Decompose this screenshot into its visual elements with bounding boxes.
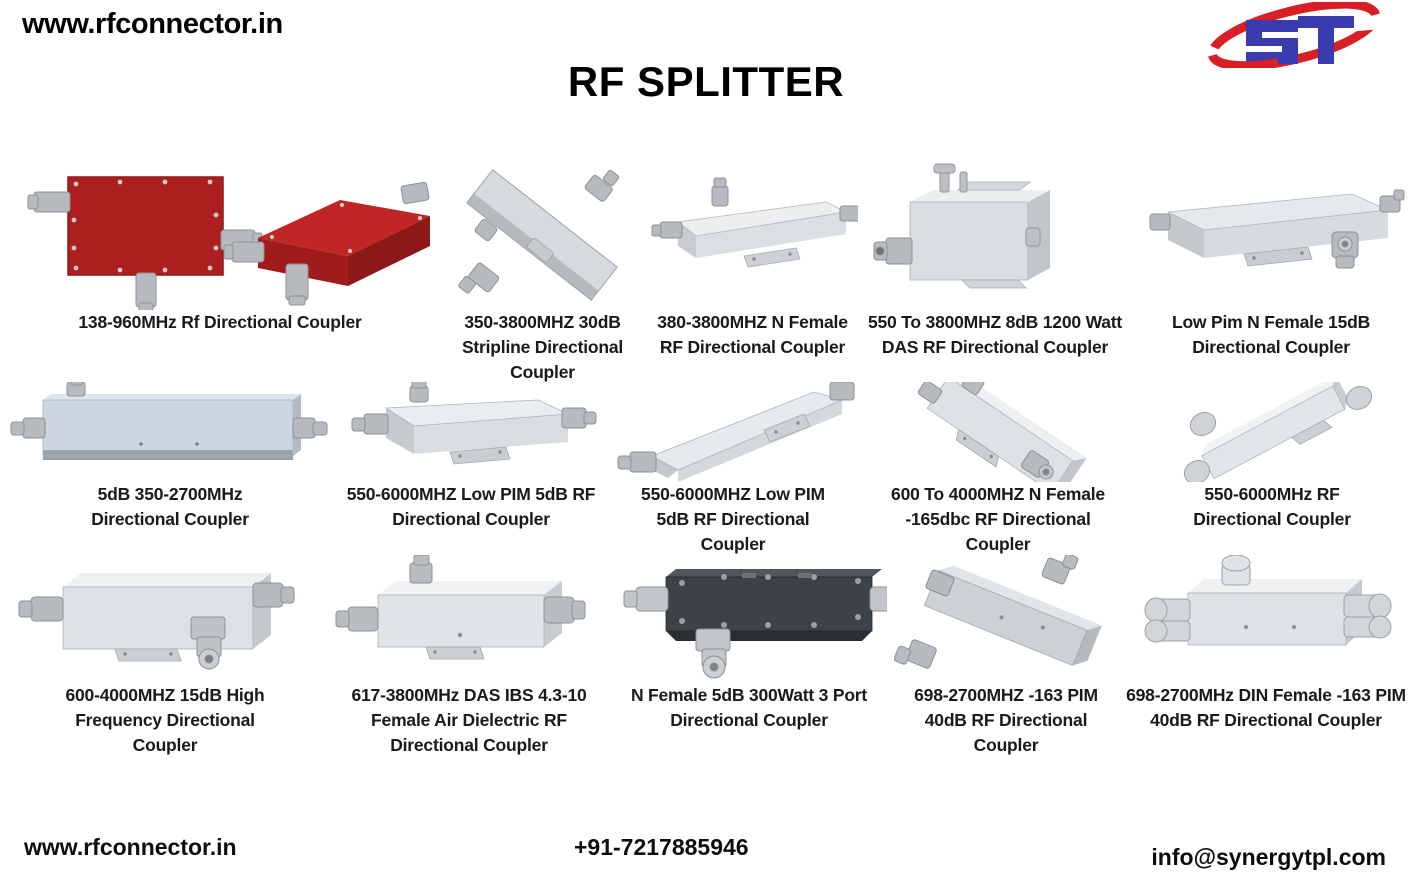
product-card[interactable]: 698-2700MHz DIN Female -163 PIM 40dB RF … xyxy=(1122,555,1410,733)
bluegrey-long-bar-coupler-icon xyxy=(10,382,328,460)
product-card[interactable]: 617-3800MHz DAS IBS 4.3-10 Female Air Di… xyxy=(330,555,608,758)
product-image xyxy=(443,160,643,310)
product-image xyxy=(334,555,604,683)
product-card[interactable]: N Female 5dB 300Watt 3 Port Directional … xyxy=(608,555,890,733)
grey-flat-slab-coupler-icon xyxy=(651,177,858,268)
product-caption: 5dB 350-2700MHz Directional Coupler xyxy=(91,484,249,529)
product-card[interactable]: 550-6000MHZ Low PIM 5dB RF Directional C… xyxy=(340,382,602,532)
footer-email[interactable]: info@synergytpl.com xyxy=(1151,844,1386,870)
product-image xyxy=(1136,160,1406,310)
product-image xyxy=(870,160,1120,310)
page-header: www.rfconnector.in RF SPLITTER xyxy=(0,0,1412,130)
red-dual-directional-coupler-icon xyxy=(27,176,430,310)
product-image xyxy=(5,555,325,683)
product-card[interactable]: 550-6000MHz RF Directional Coupler xyxy=(1132,382,1412,532)
product-caption: 600 To 4000MHZ N Female -165dbc RF Direc… xyxy=(891,484,1105,554)
product-catalog: 138-960MHz Rf Directional Coupler xyxy=(0,160,1412,800)
product-caption: 550 To 3800MHZ 8dB 1200 Watt DAS RF Dire… xyxy=(867,312,1123,357)
st-logo-icon xyxy=(1200,0,1394,71)
product-image xyxy=(612,555,887,683)
grey-long-lowpim-coupler-icon xyxy=(1149,189,1405,269)
product-image xyxy=(868,382,1128,482)
product-caption: 550-6000MHZ Low PIM 5dB RF Directional C… xyxy=(641,484,825,554)
grey-angled-wedge-coupler-icon xyxy=(617,382,854,482)
product-caption: 698-2700MHz DIN Female -163 PIM 40dB RF … xyxy=(1126,685,1406,730)
product-image xyxy=(1137,382,1407,482)
product-card[interactable]: 380-3800MHZ N Female RF Directional Coup… xyxy=(645,160,860,360)
grey-block-das-coupler-icon xyxy=(873,163,1050,289)
st-brand-logo xyxy=(1194,0,1394,71)
product-caption: Low Pim N Female 15dB Directional Couple… xyxy=(1171,312,1371,357)
page-title: RF SPLITTER xyxy=(567,58,845,105)
grey-diagonal-stripline-coupler-icon xyxy=(457,169,619,301)
product-caption: 138-960MHz Rf Directional Coupler xyxy=(78,312,362,332)
product-card[interactable]: 600 To 4000MHZ N Female -165dbc RF Direc… xyxy=(864,382,1132,557)
footer-phone[interactable]: +91-7217885946 xyxy=(574,834,749,860)
grey-slab-lowpim-coupler-icon xyxy=(351,382,596,465)
product-image xyxy=(344,382,599,482)
product-caption: 600-4000MHZ 15dB High Frequency Directio… xyxy=(65,685,265,755)
product-card[interactable]: 5dB 350-2700MHz Directional Coupler xyxy=(0,382,340,532)
product-image xyxy=(10,160,430,310)
product-row: 138-960MHz Rf Directional Coupler xyxy=(0,160,1412,392)
product-row: 5dB 350-2700MHz Directional Coupler xyxy=(0,382,1412,554)
grey-din-female-coupler-icon xyxy=(1144,555,1392,646)
product-image xyxy=(893,555,1119,683)
grey-box-three-port-coupler-icon xyxy=(18,573,295,670)
product-image xyxy=(1126,555,1406,683)
product-caption: 380-3800MHZ N Female RF Directional Coup… xyxy=(657,312,848,357)
product-image xyxy=(648,160,858,310)
product-caption: 617-3800MHz DAS IBS 4.3-10 Female Air Di… xyxy=(351,685,587,755)
product-row: 600-4000MHZ 15dB High Frequency Directio… xyxy=(0,555,1412,785)
product-caption: 550-6000MHz RF Directional Coupler xyxy=(1193,484,1351,529)
black-three-port-coupler-icon xyxy=(623,569,887,679)
footer-site-url[interactable]: www.rfconnector.in xyxy=(24,834,237,860)
product-image xyxy=(5,382,335,482)
product-card[interactable]: 350-3800MHZ 30dB Stripline Directional C… xyxy=(440,160,645,385)
product-card[interactable]: 550-6000MHZ Low PIM 5dB RF Directional C… xyxy=(602,382,864,557)
grey-air-dielectric-coupler-icon xyxy=(335,555,586,660)
grey-tilted-three-port-coupler-icon xyxy=(1183,382,1373,482)
header-site-url: www.rfconnector.in xyxy=(22,8,283,40)
product-caption: N Female 5dB 300Watt 3 Port Directional … xyxy=(630,685,868,730)
grey-slanted-pim-coupler-icon xyxy=(893,555,1102,669)
product-card[interactable]: 600-4000MHZ 15dB High Frequency Directio… xyxy=(0,555,330,758)
product-image xyxy=(606,382,861,482)
product-card[interactable]: 698-2700MHZ -163 PIM 40dB RF Directional… xyxy=(890,555,1122,758)
product-caption: 350-3800MHZ 30dB Stripline Directional C… xyxy=(461,312,624,382)
product-card[interactable]: 550 To 3800MHZ 8dB 1200 Watt DAS RF Dire… xyxy=(860,160,1130,360)
product-caption: 698-2700MHZ -163 PIM 40dB RF Directional… xyxy=(914,685,1098,755)
product-caption: 550-6000MHZ Low PIM 5dB RF Directional C… xyxy=(346,484,596,529)
product-card[interactable]: Low Pim N Female 15dB Directional Couple… xyxy=(1130,160,1412,360)
page-footer: www.rfconnector.in +91-7217885946 info@s… xyxy=(0,812,1412,890)
product-card[interactable]: 138-960MHz Rf Directional Coupler xyxy=(0,160,440,335)
grey-upright-bar-coupler-icon xyxy=(917,382,1087,482)
